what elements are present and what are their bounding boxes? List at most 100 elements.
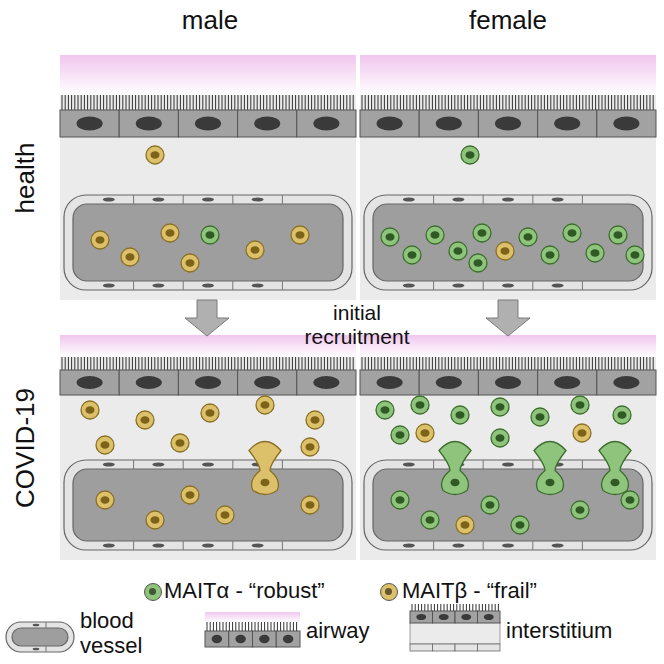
mait-beta-cell [91, 231, 109, 249]
mait-alpha-cell [519, 228, 537, 246]
mait-alpha-cell [469, 254, 487, 272]
mait-alpha-cell [403, 246, 421, 264]
airway-icon [205, 612, 300, 647]
mait-alpha-cell [609, 226, 627, 244]
mait-beta-cell [496, 242, 514, 260]
transmigrating-cell [599, 442, 631, 495]
mait-alpha-cell [541, 246, 559, 264]
mait-beta-cell [216, 506, 234, 524]
mait-alpha-cell [451, 406, 469, 424]
mait-alpha-cell [461, 146, 479, 164]
mait-beta-cell [146, 146, 164, 164]
mait-beta-cell [246, 241, 264, 259]
blood-vessel [64, 195, 352, 290]
mait-alpha-cell [421, 511, 439, 529]
blood-vessel [364, 195, 652, 290]
mucus-layer [360, 55, 656, 95]
cilia [62, 357, 353, 370]
interstitium [360, 55, 656, 300]
transmigrating-cell [534, 442, 566, 495]
mait-alpha-cell [381, 228, 399, 246]
mait-beta-cell [181, 486, 199, 504]
legend-text: interstitium [506, 618, 612, 643]
mait-beta-cell [81, 401, 99, 419]
tissue-panel [360, 55, 656, 300]
epithelium [360, 370, 656, 395]
mait-alpha-cell [201, 226, 219, 244]
swatch-nucleus [149, 588, 156, 595]
mait-alpha-cell [391, 426, 409, 444]
mait-beta-cell [301, 496, 319, 514]
transmigrating-cell [439, 442, 471, 495]
mait-alpha-cell [391, 491, 409, 509]
mait-alpha-cell [531, 408, 549, 426]
mait-alpha-cell [613, 406, 631, 424]
epithelium [360, 110, 656, 137]
tissue-panel [60, 55, 356, 300]
mait-beta-cell [256, 396, 274, 414]
interstitium [60, 335, 356, 560]
legend-swatch [380, 583, 398, 601]
mait-beta-cell [301, 438, 319, 456]
mait-alpha-cell [571, 501, 589, 519]
epithelium [410, 611, 500, 623]
epithelium [60, 370, 356, 395]
mait-beta-cell [96, 436, 114, 454]
legend-text: MAITβ - “frail” [402, 578, 537, 603]
column-header: male [182, 6, 238, 36]
mait-alpha-cell [473, 224, 491, 242]
cilia [207, 622, 297, 631]
legend-text: blood vessel [80, 608, 154, 659]
mait-beta-cell [161, 224, 179, 242]
epithelium [205, 631, 300, 647]
cilia [362, 95, 653, 110]
mait-beta-cell [171, 434, 189, 452]
arrow-label: initial recruitment [282, 301, 432, 349]
legend-text: MAITα - “robust” [164, 578, 325, 603]
blood-vessel [6, 622, 74, 652]
mait-beta-cell [181, 254, 199, 272]
mait-beta-cell [573, 424, 591, 442]
mait-beta-cell [456, 516, 474, 534]
mait-beta-cell [291, 226, 309, 244]
mait-beta-cell [146, 511, 164, 529]
epithelium [60, 110, 356, 137]
mait-alpha-cell [626, 246, 644, 264]
interstitium [60, 55, 356, 300]
cilia [412, 604, 498, 611]
cilia [62, 95, 353, 110]
mait-alpha-cell [571, 396, 589, 414]
mait-beta-cell [416, 424, 434, 442]
down-arrow [185, 300, 229, 336]
mait-alpha-cell [481, 496, 499, 514]
tissue-panel [60, 335, 356, 560]
legend-swatch [144, 583, 162, 601]
mucus-layer [60, 55, 356, 95]
cilia [362, 357, 653, 370]
mait-beta-cell [201, 404, 219, 422]
mait-alpha-cell [511, 516, 529, 534]
legend-text: airway [306, 618, 370, 643]
row-label: health [11, 143, 41, 214]
down-arrow [486, 300, 530, 336]
mucus-layer [205, 612, 300, 622]
swatch-nucleus [385, 588, 392, 595]
mait-beta-cell [121, 248, 139, 266]
mait-alpha-cell [449, 242, 467, 260]
mait-alpha-cell [621, 491, 639, 509]
row-label: COVID-19 [11, 388, 41, 508]
mait-alpha-cell [491, 398, 509, 416]
mait-alpha-cell [491, 429, 509, 447]
blood-vessel [64, 460, 352, 550]
mait-beta-cell [96, 491, 114, 509]
column-header: female [469, 6, 547, 36]
mait-alpha-cell [563, 224, 581, 242]
transmigrating-cell [249, 442, 281, 495]
mait-beta-cell [306, 411, 324, 429]
mucus-layer [410, 604, 500, 605]
mait-alpha-cell [586, 244, 604, 262]
mait-alpha-cell [376, 401, 394, 419]
mait-beta-cell [136, 411, 154, 429]
interstitium [360, 335, 656, 560]
